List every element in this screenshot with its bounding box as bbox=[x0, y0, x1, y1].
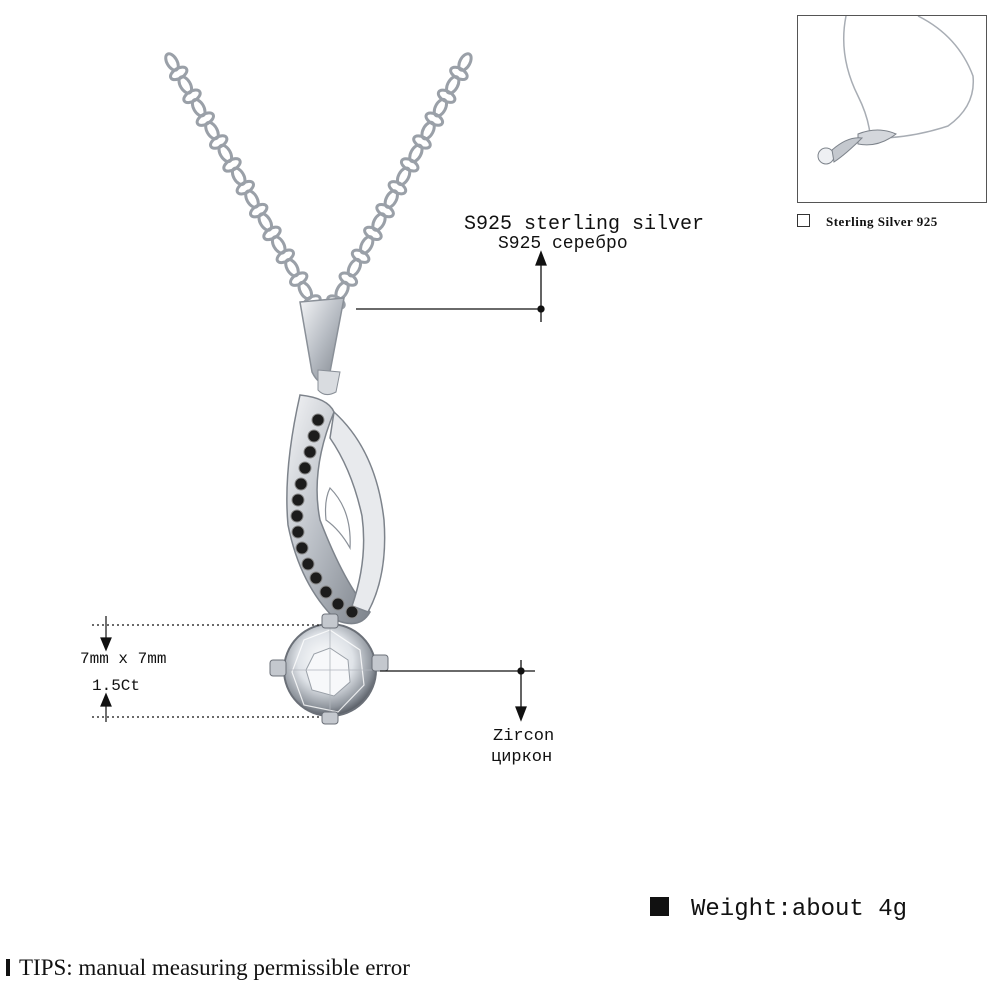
material-label-ru: S925 серебро bbox=[498, 234, 628, 254]
black-stone bbox=[303, 445, 317, 459]
weight-info: Weight:about 4g bbox=[650, 896, 907, 923]
black-stone bbox=[331, 597, 345, 611]
chain-left bbox=[164, 52, 322, 310]
thumbnail-caption-text: Sterling Silver 925 bbox=[826, 214, 938, 229]
tips-text: TIPS: manual measuring permissible error bbox=[19, 955, 410, 980]
square-bullet-icon bbox=[650, 897, 669, 916]
size-label: 7mm x 7mm bbox=[80, 650, 167, 668]
zircon-callout-lines bbox=[380, 660, 535, 722]
black-stone bbox=[345, 605, 359, 619]
bar-bullet-icon bbox=[6, 959, 10, 976]
black-stone bbox=[290, 509, 304, 523]
size-dimension-lines bbox=[92, 616, 322, 722]
tips-note: TIPS: manual measuring permissible error bbox=[6, 955, 410, 981]
black-stone bbox=[309, 571, 323, 585]
material-label-en: S925 sterling silver bbox=[464, 213, 705, 236]
black-stone bbox=[294, 477, 308, 491]
material-callout-lines bbox=[356, 250, 547, 322]
weight-text: Weight:about 4g bbox=[691, 896, 908, 923]
black-stone bbox=[298, 461, 312, 475]
black-stone bbox=[319, 585, 333, 599]
zircon-stone bbox=[269, 613, 389, 725]
thumbnail-image[interactable] bbox=[797, 15, 987, 203]
black-stone bbox=[311, 413, 325, 427]
pendant-bail bbox=[299, 297, 345, 396]
black-stone bbox=[301, 557, 315, 571]
thumbnail-necklace bbox=[817, 16, 975, 165]
carat-label: 1.5Ct bbox=[92, 677, 141, 695]
black-stone bbox=[307, 429, 321, 443]
black-stone bbox=[291, 493, 305, 507]
black-stone bbox=[291, 525, 305, 539]
stone-label-ru: циркон bbox=[491, 748, 553, 767]
pendant-leaf bbox=[286, 394, 386, 625]
thumbnail-caption: Sterling Silver 925 bbox=[797, 214, 938, 230]
stone-label-en: Zircon bbox=[493, 727, 555, 746]
variant-checkbox[interactable] bbox=[797, 214, 810, 227]
black-pave-stones bbox=[290, 413, 359, 619]
chain-right bbox=[326, 52, 473, 310]
black-stone bbox=[295, 541, 309, 555]
